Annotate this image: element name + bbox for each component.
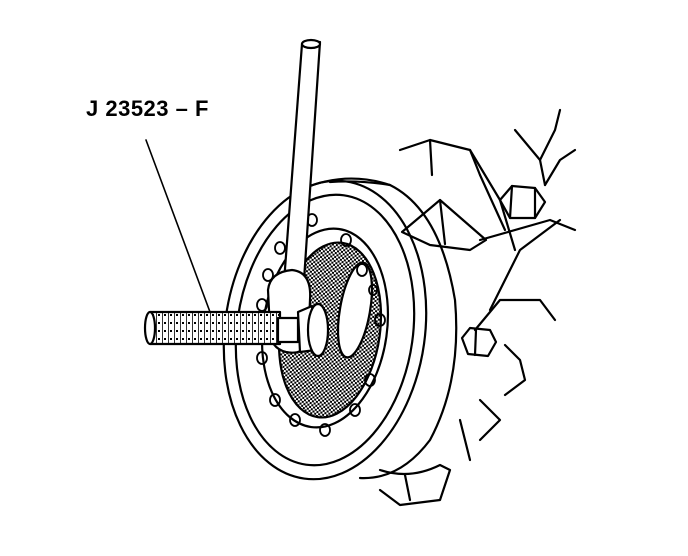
- engine-bracket: [398, 108, 577, 462]
- timing-pointer: [400, 198, 488, 252]
- tool-callout-label: J 23523 – F: [86, 96, 209, 121]
- bracket-nut: [460, 326, 498, 358]
- threaded-tool-shaft: [143, 302, 330, 358]
- balancer-bolt-holes: [256, 213, 386, 437]
- harmonic-balancer: [222, 177, 458, 507]
- bracket-bolt: [498, 184, 547, 220]
- callout-leader-line: [145, 139, 211, 313]
